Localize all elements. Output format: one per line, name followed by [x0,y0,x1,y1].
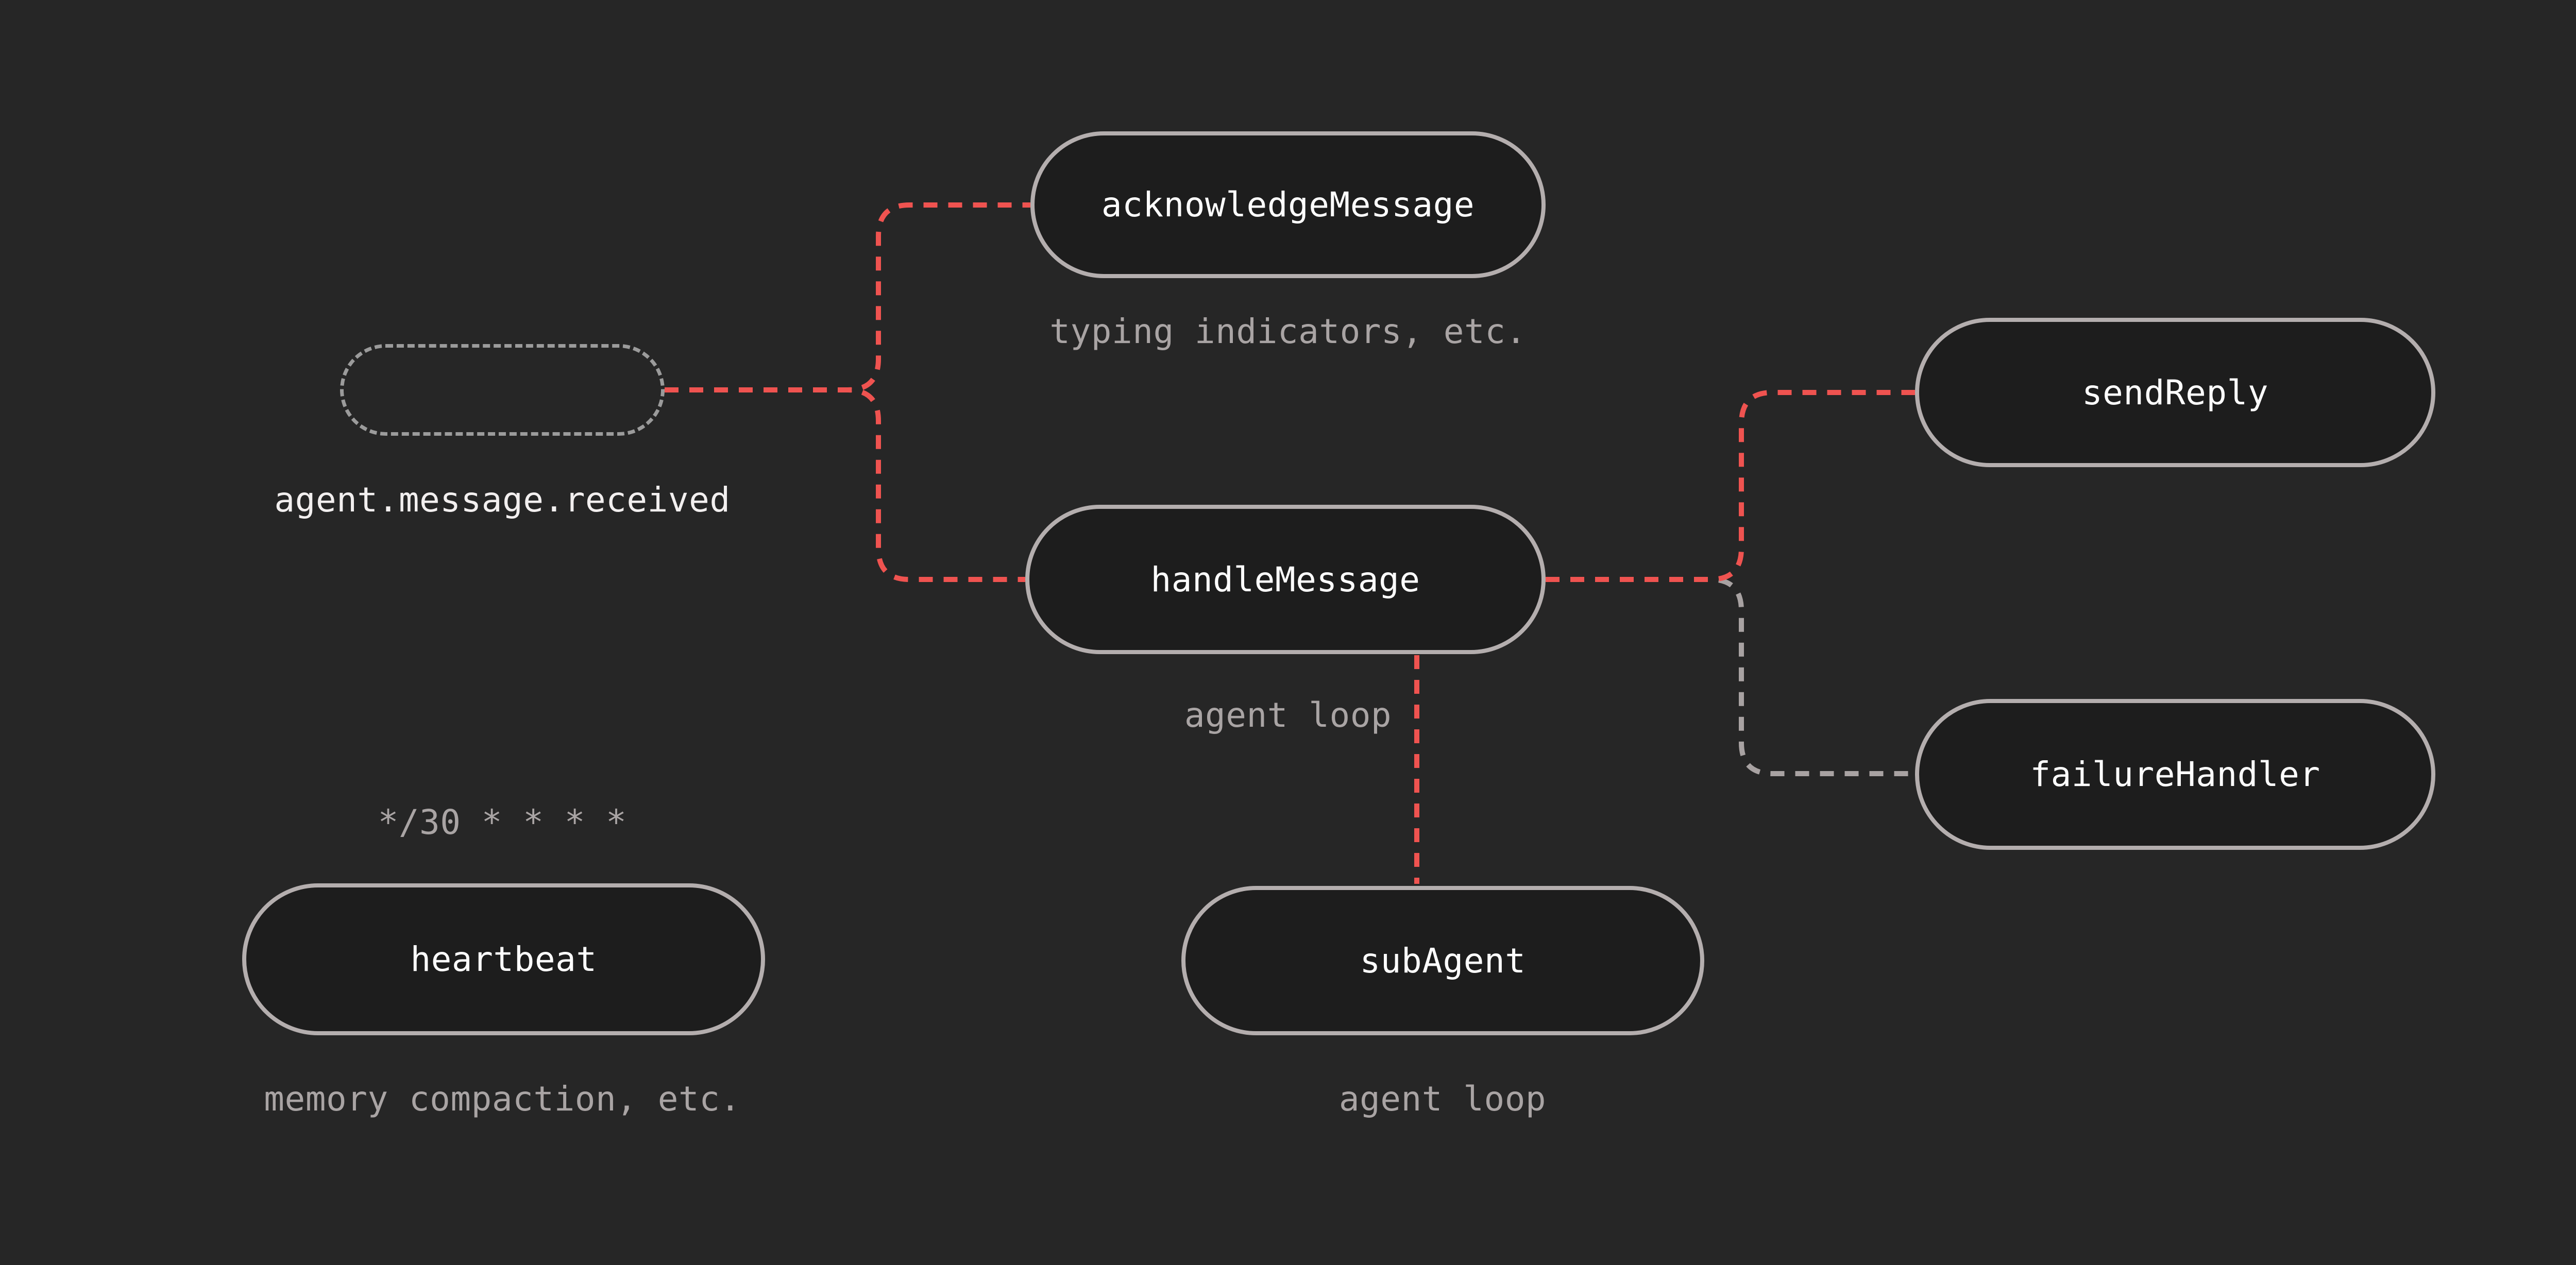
trigger-pill [340,344,665,436]
node-sub-agent: subAgent [1181,886,1704,1035]
caption-memory-compaction: memory compaction, etc. [264,1079,741,1119]
node-sub-agent-label: subAgent [1360,941,1526,981]
node-send-reply-label: sendReply [2081,372,2269,413]
node-acknowledge-message: acknowledgeMessage [1030,131,1546,278]
caption-agent-loop-handle: agent loop [1184,695,1392,735]
node-acknowledge-message-label: acknowledgeMessage [1101,185,1475,225]
node-heartbeat: heartbeat [242,883,765,1035]
edge-handle-to-sendreply [1546,390,1915,582]
node-heartbeat-label: heartbeat [410,939,597,979]
caption-agent-loop-subagent: agent loop [1338,1079,1547,1119]
edge-trigger-to-acknowledge [665,202,1030,392]
node-send-reply: sendReply [1915,318,2435,467]
edge-handle-to-failurehandler [1546,577,1915,776]
caption-typing-indicators: typing indicators, etc. [1049,312,1527,351]
cron-schedule-label: */30 * * * * [378,802,627,842]
trigger-event-label: agent.message.received [274,480,731,520]
node-handle-message-label: handleMessage [1150,559,1420,600]
node-handle-message: handleMessage [1025,505,1546,654]
node-failure-handler-label: failureHandler [2030,755,2320,794]
node-failure-handler: failureHandler [1915,699,2435,850]
